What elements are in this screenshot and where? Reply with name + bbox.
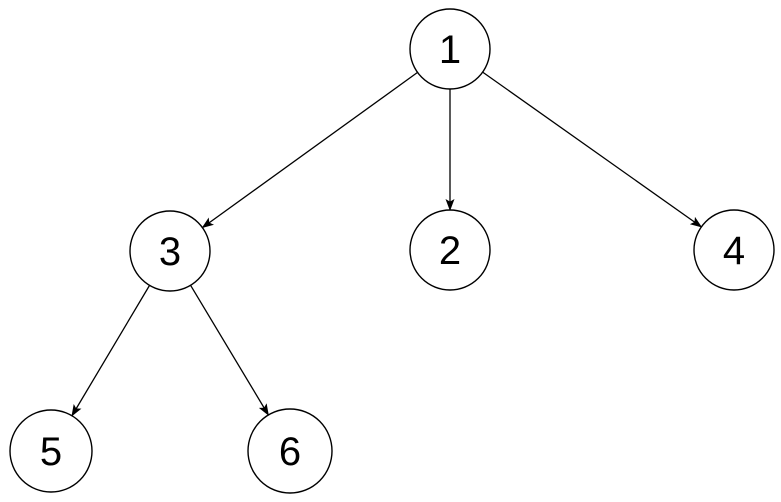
tree-node-label-1: 1 (439, 28, 461, 72)
tree-node-label-2: 2 (439, 229, 461, 273)
tree-node-circle-3 (129, 210, 211, 292)
tree-node-label-3: 3 (159, 230, 181, 274)
tree-node-5: 5 (9, 409, 93, 493)
tree-edge-3-6 (190, 284, 269, 416)
tree-edge-1-4 (482, 71, 703, 228)
tree-node-1: 1 (409, 8, 491, 90)
tree-node-4: 4 (693, 209, 775, 291)
tree-node-6: 6 (247, 408, 333, 494)
tree-edge-1-3 (201, 71, 418, 229)
tree-node-3: 3 (129, 210, 211, 292)
tree-node-circle-4 (693, 209, 775, 291)
tree-edge-3-5 (71, 285, 151, 417)
tree-node-label-5: 5 (40, 430, 62, 474)
tree-node-2: 2 (409, 209, 491, 291)
tree-node-circle-1 (409, 8, 491, 90)
tree-node-circle-2 (409, 209, 491, 291)
tree-node-label-4: 4 (723, 229, 745, 273)
tree-node-circle-5 (9, 409, 93, 493)
tree-node-label-6: 6 (279, 430, 301, 474)
tree-node-circle-6 (247, 408, 333, 494)
